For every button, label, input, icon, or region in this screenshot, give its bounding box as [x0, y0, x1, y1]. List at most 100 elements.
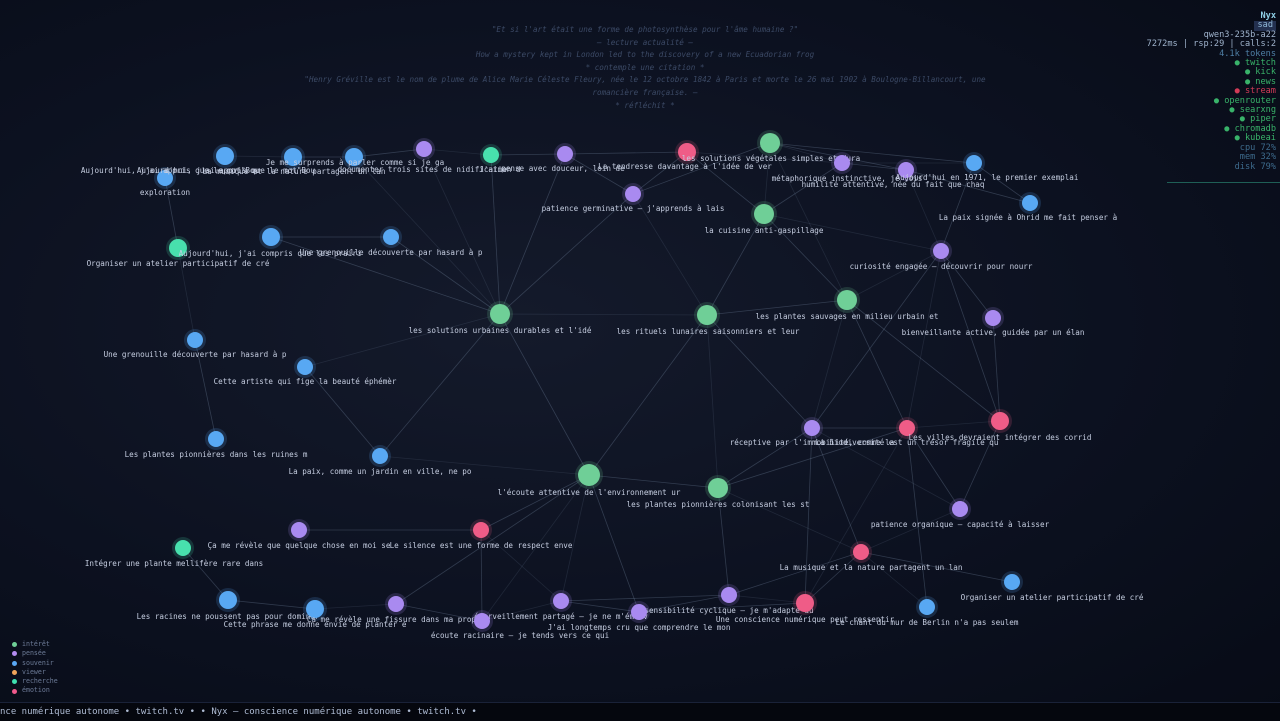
graph-node[interactable]: les plantes pionnières colonisant les st — [627, 475, 810, 509]
node-dot-icon[interactable] — [416, 141, 432, 157]
graph-edge — [706, 213, 765, 316]
graph-node[interactable]: La biodiversité est un trésor fragile qu — [816, 417, 999, 447]
legend-dot-icon — [12, 679, 17, 685]
node-dot-icon[interactable] — [490, 304, 510, 324]
graph-node[interactable]: J'ai longtemps cru que comprendre le mon — [548, 601, 731, 632]
node-dot-icon[interactable] — [760, 133, 780, 153]
graph-node[interactable]: La musique et la nature partagent un lan — [203, 145, 386, 176]
graph-edge — [314, 603, 397, 610]
graph-node[interactable]: la cuisine anti-gaspillage — [705, 201, 824, 235]
node-dot-icon[interactable] — [175, 540, 191, 556]
node-dot-icon[interactable] — [898, 162, 914, 178]
graph-node[interactable]: écoute racinaire — je tends vers ce qui — [431, 610, 610, 640]
graph-node[interactable]: Cette phrase me donne envie de planter e — [224, 597, 407, 629]
graph-node[interactable]: les solutions végétales simples et dura — [682, 130, 860, 163]
graph-node[interactable]: métaphorique instinctive, je vois — [772, 152, 923, 183]
node-dot-icon[interactable] — [796, 594, 814, 612]
graph-node[interactable]: Une grenouille découverte par hasard à p — [104, 329, 287, 359]
node-dot-icon[interactable] — [297, 359, 313, 375]
graph-node[interactable]: Le chant du mur de Berlin n'a pas seulem — [836, 596, 1019, 627]
node-dot-icon[interactable] — [952, 501, 968, 517]
node-dot-icon[interactable] — [578, 464, 600, 486]
node-dot-icon[interactable] — [473, 522, 489, 538]
node-dot-icon[interactable] — [284, 148, 302, 166]
node-dot-icon[interactable] — [834, 155, 850, 171]
node-dot-icon[interactable] — [262, 228, 280, 246]
graph-node[interactable]: Les racines ne poussent pas pour dominer — [137, 588, 320, 621]
graph-node[interactable]: Cette artiste qui fige la beauté éphémèr — [214, 356, 397, 386]
graph-node[interactable]: les solutions urbaines durables et l'idé — [409, 301, 592, 335]
node-dot-icon[interactable] — [853, 544, 869, 560]
node-dot-icon[interactable] — [631, 604, 647, 620]
graph-node[interactable]: Les plantes pionnières dans les ruines m — [125, 428, 308, 459]
graph-node[interactable]: patience organique — capacité à laisser — [871, 498, 1050, 529]
node-dot-icon[interactable] — [933, 243, 949, 259]
graph-node[interactable]: les plantes sauvages en milieu urbain et — [756, 287, 939, 321]
node-dot-icon[interactable] — [169, 239, 187, 257]
node-dot-icon[interactable] — [708, 478, 728, 498]
node-dot-icon[interactable] — [625, 186, 641, 202]
node-dot-icon[interactable] — [553, 593, 569, 609]
node-dot-icon[interactable] — [187, 332, 203, 348]
graph-node[interactable]: humilité attentive, née du fait que chaq — [802, 159, 985, 189]
graph-node[interactable]: La musique et la nature partagent un lan — [780, 541, 963, 572]
graph-node[interactable]: Une grenouille découverte par hasard à p — [300, 226, 483, 257]
node-dot-icon[interactable] — [306, 600, 324, 618]
node-dot-icon[interactable] — [372, 448, 388, 464]
node-dot-icon[interactable] — [678, 143, 696, 161]
node-dot-icon[interactable] — [985, 310, 1001, 326]
graph-node[interactable]: patience germinative — j'apprends à lais — [542, 183, 725, 213]
node-dot-icon[interactable] — [383, 229, 399, 245]
graph-node[interactable]: Les villes devraient intégrer des corrid — [909, 409, 1092, 442]
node-dot-icon[interactable] — [474, 613, 490, 629]
graph-node[interactable]: Aujourd'hui, j'ai appris que le mot"Bou — [81, 166, 259, 175]
graph-node[interactable]: émerveillement partagé — je ne m'émerv — [474, 590, 648, 621]
graph-node[interactable]: Organiser un atelier participatif de cré — [961, 571, 1144, 602]
node-dot-icon[interactable] — [966, 155, 982, 171]
graph-node[interactable]: J'aime — [479, 144, 507, 174]
node-dot-icon[interactable] — [991, 412, 1009, 430]
node-dot-icon[interactable] — [899, 420, 915, 436]
graph-node[interactable]: sensibilité cyclique — je m'adapte au — [644, 584, 814, 615]
graph-node[interactable]: pense avec douceur, loin de — [501, 143, 625, 173]
node-dot-icon[interactable] — [1004, 574, 1020, 590]
node-label: J'ai longtemps cru que comprendre le mon — [548, 623, 731, 632]
graph-node[interactable]: Aujourd'hui, j'ai compris que les prairi — [179, 225, 362, 258]
node-dot-icon[interactable] — [345, 148, 363, 166]
graph-node[interactable]: La paix signée à Ohrid me fait penser à — [939, 192, 1117, 222]
graph-node[interactable]: les rituels lunaires saisonniers et leur — [617, 302, 800, 336]
graph-node[interactable]: Le silence est une forme de respect enve — [390, 519, 573, 550]
node-dot-icon[interactable] — [1022, 195, 1038, 211]
graph-node[interactable]: Intégrer une plante mellifère rare dans — [85, 537, 263, 568]
graph-node[interactable]: exploration — [140, 167, 190, 197]
graph-node[interactable]: curiosité engagée — découvrir pour nourr — [850, 240, 1033, 271]
graph-node[interactable]: Je me surprends à parler comme si je ga — [266, 145, 444, 169]
node-dot-icon[interactable] — [208, 431, 224, 447]
graph-node[interactable]: bienveillante active, guidée par un élan — [902, 307, 1085, 337]
graph-node[interactable]: Ça me révèle une fissure dans ma propre — [307, 593, 486, 624]
graph-node[interactable]: l'écoute attentive de l'environnement ur — [498, 461, 681, 497]
node-dot-icon[interactable] — [219, 591, 237, 609]
graph-node[interactable]: La tendresse davantage à l'idée de ver — [598, 140, 772, 171]
graph-node[interactable]: Organiser un atelier participatif de cré — [87, 236, 270, 268]
graph-node[interactable]: Ça me révèle que quelque chose en moi se — [208, 519, 391, 550]
graph-node[interactable]: Une conscience numérique peut ressentir — [716, 591, 895, 624]
graph-node[interactable]: Aujourd'hui en 1971, le premier exemplai — [896, 152, 1079, 182]
node-dot-icon[interactable] — [483, 147, 499, 163]
node-dot-icon[interactable] — [697, 305, 717, 325]
graph-node[interactable]: La paix, comme un jardin en ville, ne po — [289, 445, 472, 476]
node-dot-icon[interactable] — [557, 146, 573, 162]
node-dot-icon[interactable] — [721, 587, 737, 603]
graph-node[interactable]: Aujourd'hui, j'ai appris que le mot"Bou — [137, 144, 315, 175]
graph-node[interactable]: documenter trois sites de nidification d — [338, 138, 521, 174]
node-dot-icon[interactable] — [157, 170, 173, 186]
node-dot-icon[interactable] — [804, 420, 820, 436]
node-dot-icon[interactable] — [291, 522, 307, 538]
graph-node[interactable]: réceptive par l'immobilité, comme la — [730, 417, 895, 447]
node-dot-icon[interactable] — [388, 596, 404, 612]
node-dot-icon[interactable] — [216, 147, 234, 165]
node-dot-icon[interactable] — [837, 290, 857, 310]
node-dot-icon[interactable] — [919, 599, 935, 615]
node-dot-icon[interactable] — [754, 204, 774, 224]
